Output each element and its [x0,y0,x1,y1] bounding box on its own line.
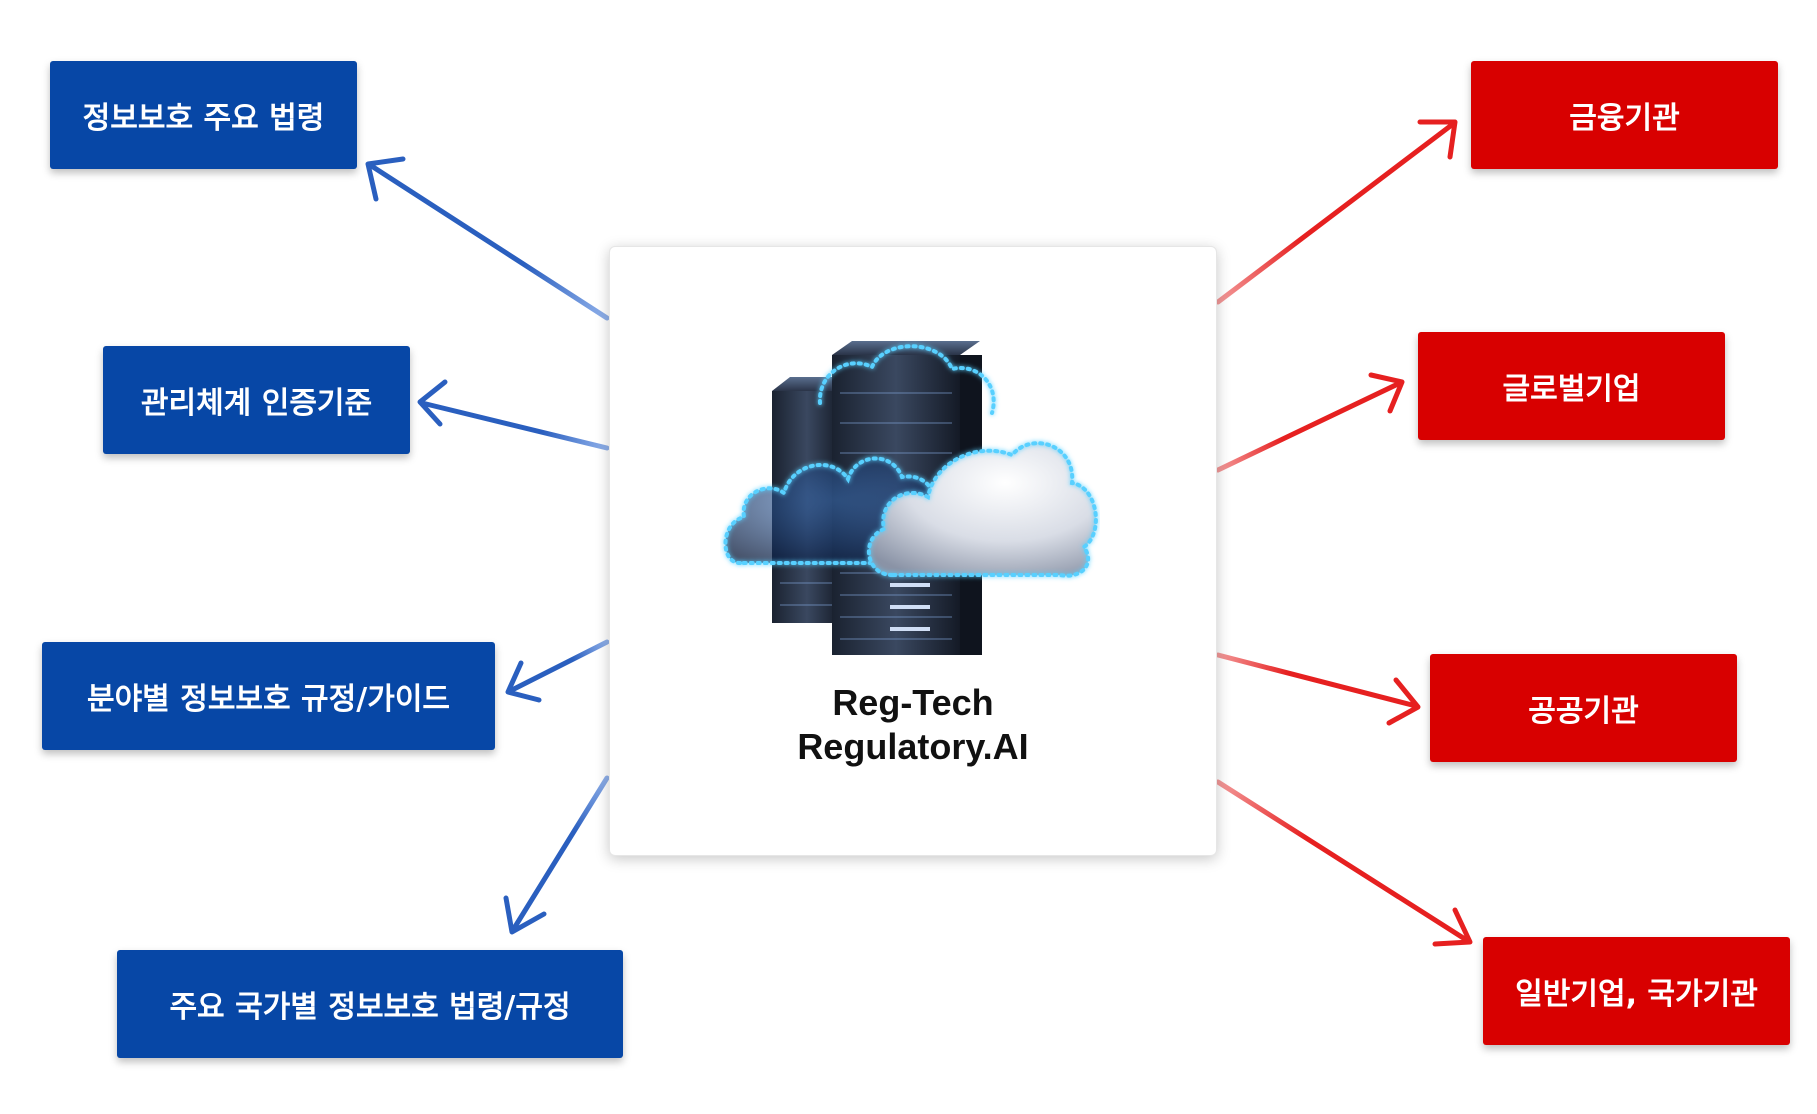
right-box-4: 일반기업, 국가기관 [1483,937,1790,1045]
arrow-to-left-box-3 [505,639,610,703]
left-box-3: 분야별 정보보호 규정/가이드 [42,642,495,750]
arrow-to-right-box-4 [1215,779,1473,947]
right-box-3: 공공기관 [1430,654,1737,762]
center-title-line-1: Reg-Tech [832,682,994,723]
right-box-1: 금융기관 [1471,61,1778,169]
right-box-2: 글로벌기업 [1418,332,1725,440]
left-box-2: 관리체계 인증기준 [103,346,410,454]
arrow-to-right-box-1 [1215,119,1458,305]
arrow-to-right-box-3 [1215,652,1421,726]
right-box-3-label: 공공기관 [1528,694,1639,729]
cloud-server-icon [723,341,1098,655]
right-box-4-label: 일반기업, 국가기관 [1515,977,1758,1012]
arrow-to-left-box-2 [417,379,610,451]
right-box-1-label: 금융기관 [1569,101,1680,136]
left-box-1: 정보보호 주요 법령 [50,61,357,169]
left-box-4-label: 주요 국가별 정보보호 법령/규정 [169,990,571,1025]
left-box-2-label: 관리체계 인증기준 [140,386,373,421]
center-card: Reg-Tech Regulatory.AI [609,246,1217,856]
right-box-2-label: 글로벌기업 [1502,372,1641,407]
arrow-to-right-box-2 [1215,372,1405,473]
arrow-to-left-box-4 [503,775,610,935]
left-box-3-label: 분야별 정보보호 규정/가이드 [86,682,451,717]
arrow-to-left-box-1 [365,156,610,321]
left-box-4: 주요 국가별 정보보호 법령/규정 [117,950,623,1058]
left-box-1-label: 정보보호 주요 법령 [82,101,325,136]
center-title-line-2: Regulatory.AI [797,726,1029,767]
